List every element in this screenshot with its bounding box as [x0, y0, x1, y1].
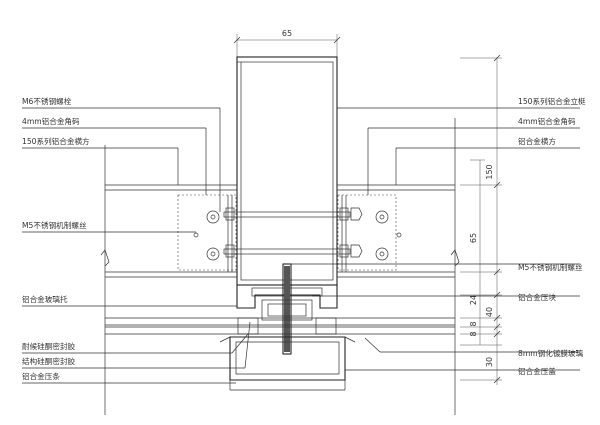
- dim-65: 65: [469, 233, 478, 243]
- right-dimension-chain: 150 65 24 40 8 8 30: [460, 54, 502, 385]
- left-labels: M6不锈钢螺栓 4mm铝合金角码 150系列铝合金横方 M5不锈钢机制螺丝 铝合…: [22, 96, 251, 384]
- glazing-assembly: [105, 263, 455, 391]
- label-weather-sealant: 耐候硅酮密封胶: [22, 341, 76, 351]
- dim-24: 24: [469, 295, 478, 305]
- right-labels: 150系列铝合金立梃 4mm铝合金角码 铝合金横方 M5不锈钢机制螺丝 铝合金压…: [291, 96, 586, 376]
- dim-150: 150: [485, 164, 494, 179]
- dim-width-label: 65: [282, 29, 292, 38]
- mullion-profile: [236, 56, 338, 286]
- transom-lines: [100, 118, 460, 415]
- label-coated-glass: 8mm钢化镀膜玻璃: [518, 348, 584, 358]
- label-transom-right: 铝合金横方: [518, 136, 556, 146]
- label-pressure-strip: 铝合金压条: [22, 371, 60, 381]
- top-width-dimension: 65: [233, 29, 341, 58]
- label-structural-sealant: 结构硅酮密封胶: [22, 356, 76, 366]
- dim-8b: 8: [469, 331, 478, 336]
- dim-40: 40: [485, 307, 494, 317]
- label-m5-screw-right: M5不锈钢机制螺丝: [518, 262, 583, 272]
- corner-code-right: [337, 194, 397, 272]
- bolts: [193, 207, 402, 261]
- corner-code-left: [177, 194, 237, 272]
- label-corner-code-left: 4mm铝合金角码: [22, 116, 80, 126]
- dim-30: 30: [485, 357, 494, 367]
- label-glass-support: 铝合金玻璃托: [22, 294, 68, 304]
- label-mullion-150: 150系列铝合金立梃: [518, 96, 586, 106]
- label-m5-screw-left: M5不锈钢机制螺丝: [22, 220, 87, 230]
- label-corner-code-right: 4mm铝合金角码: [518, 116, 576, 126]
- label-transom-150: 150系列铝合金横方: [22, 136, 90, 146]
- label-m6-bolt: M6不锈钢螺栓: [22, 96, 72, 106]
- label-pressure-block: 铝合金压块: [518, 292, 556, 302]
- dim-8a: 8: [469, 321, 478, 326]
- label-pressure-cover: 铝合金压盖: [518, 366, 556, 376]
